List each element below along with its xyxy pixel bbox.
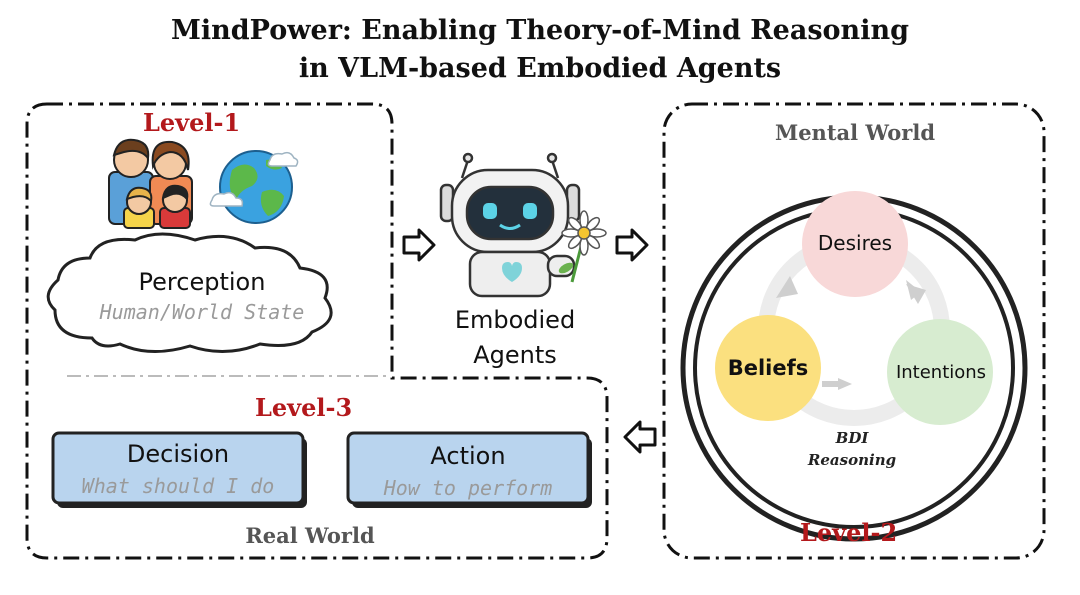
level-2-label: Level-2 — [800, 518, 898, 547]
arrow-left-icon — [623, 420, 657, 454]
level-1-label: Level-1 — [143, 108, 241, 137]
title-line-2: in VLM-based Embodied Agents — [298, 53, 782, 84]
decision-sub-label: What should I do — [81, 474, 275, 498]
level-2-frame — [662, 102, 1046, 560]
beliefs-node — [715, 315, 821, 421]
perception-cloud — [46, 232, 333, 354]
arrow-right-icon — [402, 228, 436, 262]
title-line-1: MindPower: Enabling Theory-of-Mind Reaso… — [171, 15, 909, 46]
intentions-label: Intentions — [895, 362, 987, 383]
beliefs-label: Beliefs — [727, 356, 809, 380]
level-3-label: Level-3 — [255, 393, 353, 422]
flower-icon — [558, 210, 607, 283]
desires-node — [802, 191, 908, 297]
bdi-label-line1: BDI — [835, 429, 869, 447]
action-box — [346, 431, 592, 508]
bdi-label-line2: Reasoning — [807, 451, 897, 469]
robot-icon — [439, 152, 581, 298]
earth-globe-icon — [209, 150, 299, 224]
mental-world-label: Mental World — [774, 120, 936, 145]
cycle-arrow-icon — [776, 276, 926, 390]
perception-label: Perception — [138, 268, 266, 296]
desires-label: Desires — [817, 231, 893, 255]
decision-box — [51, 431, 307, 508]
embodied-agents-label-line1: Embodied — [454, 306, 576, 334]
action-label: Action — [430, 442, 506, 470]
real-world-label: Real World — [245, 523, 375, 548]
embodied-agents-label-line2: Agents — [473, 341, 557, 369]
action-sub-label: How to perform — [383, 476, 553, 500]
family-icon — [108, 138, 193, 229]
intentions-node — [887, 319, 993, 425]
level-1-frame — [25, 102, 609, 560]
perception-sub-label: Human/World State — [99, 300, 305, 324]
decision-label: Decision — [126, 440, 230, 468]
arrow-right-icon — [615, 228, 649, 262]
